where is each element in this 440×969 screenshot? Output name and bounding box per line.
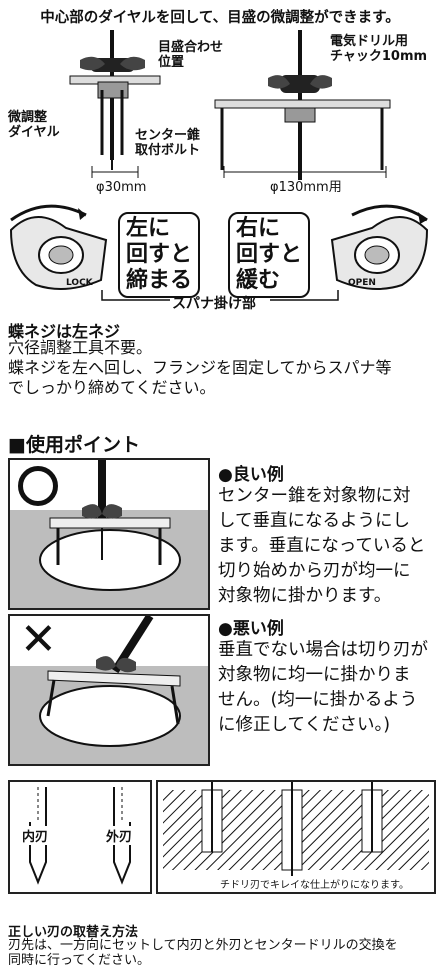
fine-dial-label: 微調整 ダイヤル (8, 110, 60, 140)
usage-heading: ■使用ポイント (8, 434, 140, 456)
wrench-bracket (101, 290, 339, 301)
left-thread-title: 蝶ネジは左ネジ (8, 322, 121, 341)
good-example-panel (8, 458, 210, 610)
replacement-title: 正しい刃の取替え方法 (8, 925, 139, 940)
lock-indicator: LOCK (66, 278, 93, 288)
large-size-label: φ130mm用 (270, 180, 342, 195)
wing-nut-right-illustration (330, 204, 429, 290)
wrench-label: スパナ掛け部 (172, 296, 256, 312)
bad-example-text: 垂直でない場合は切り刃が 対象物に均一に掛かりま せん。(均一に掛かるよう に修… (218, 640, 428, 735)
cut-section-caption: チドリ刃でキレイな仕上がりになります。 (220, 876, 409, 891)
small-holesaw-illustration (69, 30, 161, 170)
cut-section-drawing (163, 782, 429, 877)
good-example-text: センター錐を対象物に対 して垂直になるようにし ます。垂直になっていると 切り始… (218, 486, 426, 606)
blade-types-panel: 内刃 外刃 (8, 780, 152, 894)
top-caption: 中心部のダイヤルを回して、目盛の微調整ができます。 (40, 10, 400, 26)
tighten-bubble: 左に 回すと 締まる (118, 212, 201, 298)
note-line-1: 穴径調整工具不要。 (8, 338, 153, 357)
large-dimension-line (223, 166, 387, 178)
center-bolt-label: センター錐 取付ボルト (135, 128, 201, 158)
large-holesaw-illustration (214, 30, 391, 180)
outer-blade-label: 外刃 (106, 826, 133, 845)
replacement-line-1: 刃先は、一方向にセットして内刃と外刃とセンタードリルの交換を (8, 938, 398, 953)
chuck-label: 電気ドリル用 チャック10mm (330, 34, 428, 64)
good-example-drawing (39, 460, 181, 591)
bad-example-panel: ✕ (8, 614, 210, 766)
bad-example-drawing (39, 616, 181, 747)
replacement-line-2: 同時に行ってください。 (8, 953, 150, 968)
bad-mark-icon: ✕ (20, 614, 57, 665)
good-mark-icon (18, 466, 58, 506)
loosen-bubble: 右に 回すと 緩む (228, 212, 311, 298)
inner-blade-label: 内刃 (22, 826, 49, 845)
scale-mark-label: 目盛合わせ 位置 (158, 40, 224, 70)
cut-section-panel: チドリ刃でキレイな仕上がりになります。 (156, 780, 436, 894)
small-dimension-line (91, 166, 139, 178)
note-line-2: 蝶ネジを左へ回し、フランジを固定してからスパナ等 (8, 358, 392, 377)
bad-example-title: ●悪い例 (218, 619, 284, 639)
small-size-label: φ30mm (96, 180, 147, 195)
note-line-3: でしっかり締めてください。 (8, 378, 216, 397)
wing-nut-left-illustration (9, 204, 108, 290)
good-example-title: ●良い例 (218, 465, 284, 485)
open-indicator: OPEN (348, 278, 376, 288)
